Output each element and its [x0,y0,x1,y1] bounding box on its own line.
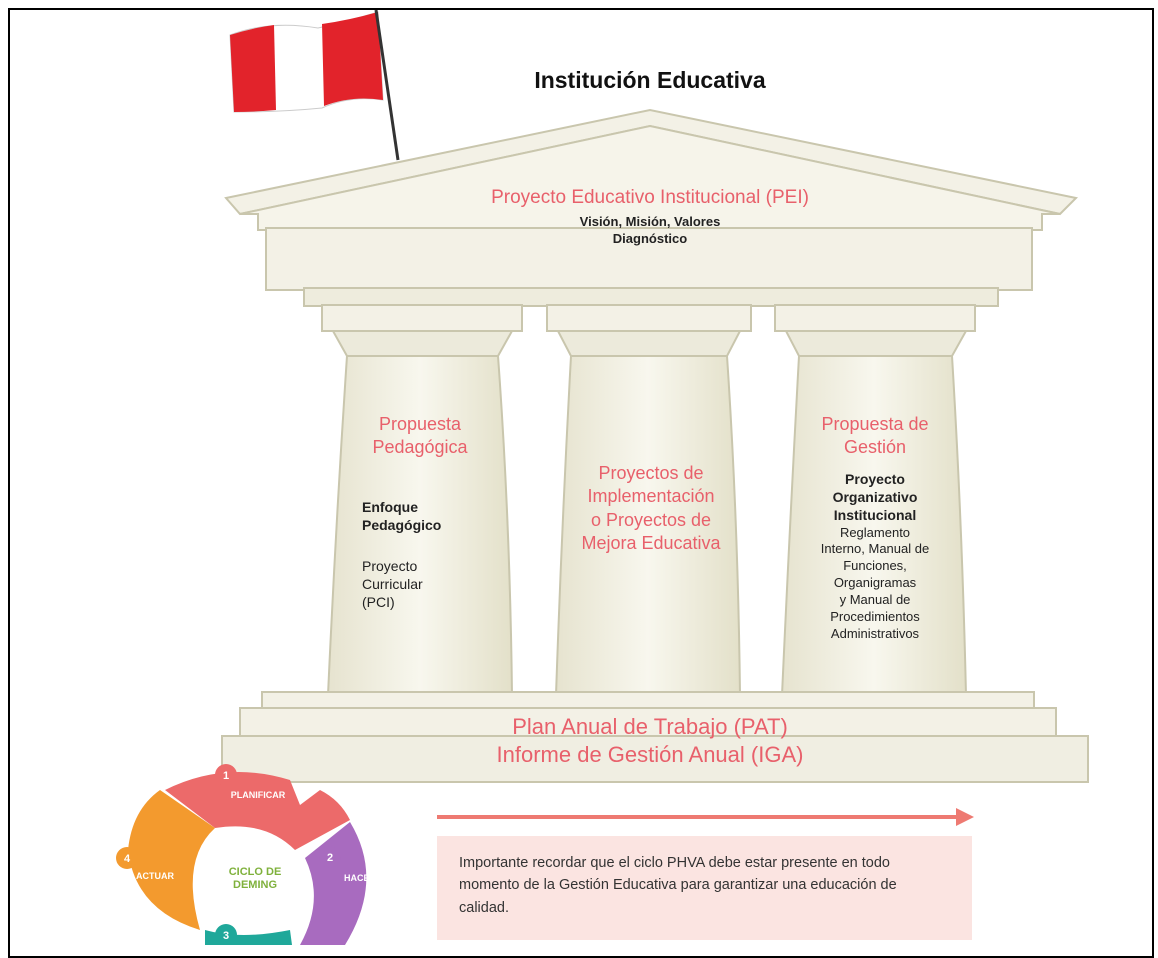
page-title: Institución Educativa [534,67,766,93]
right-body-line-3: Funciones, [843,558,907,574]
flag-pole [374,9,400,161]
right-title-line-1: Propuesta de [821,414,929,434]
right-body-line-4: Organigramas [833,575,917,591]
right-column-body: Proyecto Organizativo Institucional Regl… [792,470,958,643]
right-bold-line-3: Institucional [833,507,917,524]
left-column-title: Propuesta Pedagógica [345,413,495,458]
cycle-label-plan: PLANIFICAR [230,790,286,800]
step-number-4: 4 [124,853,131,865]
flag-icon [229,9,400,161]
roof [224,108,1079,307]
step-badge-2 [319,846,341,868]
base-steps [221,691,1089,783]
left-column-item-2: Proyecto Curricular (PCI) [362,557,492,612]
right-title-line-2: Gestión [843,436,907,457]
step-number-3: 3 [223,930,229,942]
step-number-2: 2 [327,852,333,864]
pei-line-2: Diagnóstico [612,230,688,246]
arrow-right-icon [437,808,974,826]
cycle-center-line-2: DEMING [233,879,277,892]
left-column-item-1: Enfoque Pedagógico [362,498,492,534]
cycle-label-act: ACTUAR [136,871,174,881]
deming-cycle: 1 2 3 4 [116,764,367,945]
left-item1-line-1: Enfoque [362,499,418,515]
left-item2-line-1: Proyecto [362,558,418,574]
pei-subtitle: Visión, Misión, Valores Diagnóstico [450,214,850,248]
step-number-1: 1 [223,770,229,782]
step-badge-1 [215,764,237,786]
center-title-line-1: Proyectos de [598,463,704,483]
cycle-label-do: HACER [343,873,376,883]
left-item2-line-3: (PCI) [362,594,395,611]
center-column-title: Proyectos de Implementación o Proyectos … [566,462,736,556]
left-title-line-1: Propuesta [378,414,462,434]
right-bold-line-2: Organizativo [832,489,918,506]
left-item1-line-2: Pedagógico [362,517,442,534]
center-title-line-4: Mejora Educativa [581,533,721,554]
cycle-segment-plan [165,772,350,850]
cycle-segment-act [128,790,215,930]
step-badge-4 [116,847,138,869]
cycle-segment-do [300,822,367,945]
left-title-line-2: Pedagógica [372,436,468,457]
base-text: Plan Anual de Trabajo (PAT) Informe de G… [380,713,920,768]
note-box: Importante recordar que el ciclo PHVA de… [437,836,972,940]
iga-label: Informe de Gestión Anual (IGA) [496,741,804,767]
cycle-center-line-1: CICLO DE [228,866,282,878]
center-title-line-2: Implementación [587,486,715,507]
column-left [321,304,523,696]
cycle-center-label: CICLO DE DEMING [215,866,295,892]
right-body-line-2: Interno, Manual de [820,541,930,557]
right-bold-line-1: Proyecto [845,471,905,487]
pat-label: Plan Anual de Trabajo (PAT) [512,714,788,739]
column-center [546,304,752,696]
right-body-line-6: Procedimientos [830,609,920,625]
pei-title: Proyecto Educativo Institucional (PEI) [491,187,809,208]
step-badge-3 [215,924,237,945]
left-item2-line-2: Curricular [362,576,423,593]
pei-line-1: Visión, Misión, Valores [579,214,721,229]
column-right [774,304,976,696]
right-column-title: Propuesta de Gestión [795,413,955,458]
right-body-line-1: Reglamento [839,524,911,540]
center-title-line-3: o Proyectos de [590,509,712,530]
right-body-line-5: y Manual de [839,592,911,608]
right-body-line-7: Administrativos [830,625,920,641]
